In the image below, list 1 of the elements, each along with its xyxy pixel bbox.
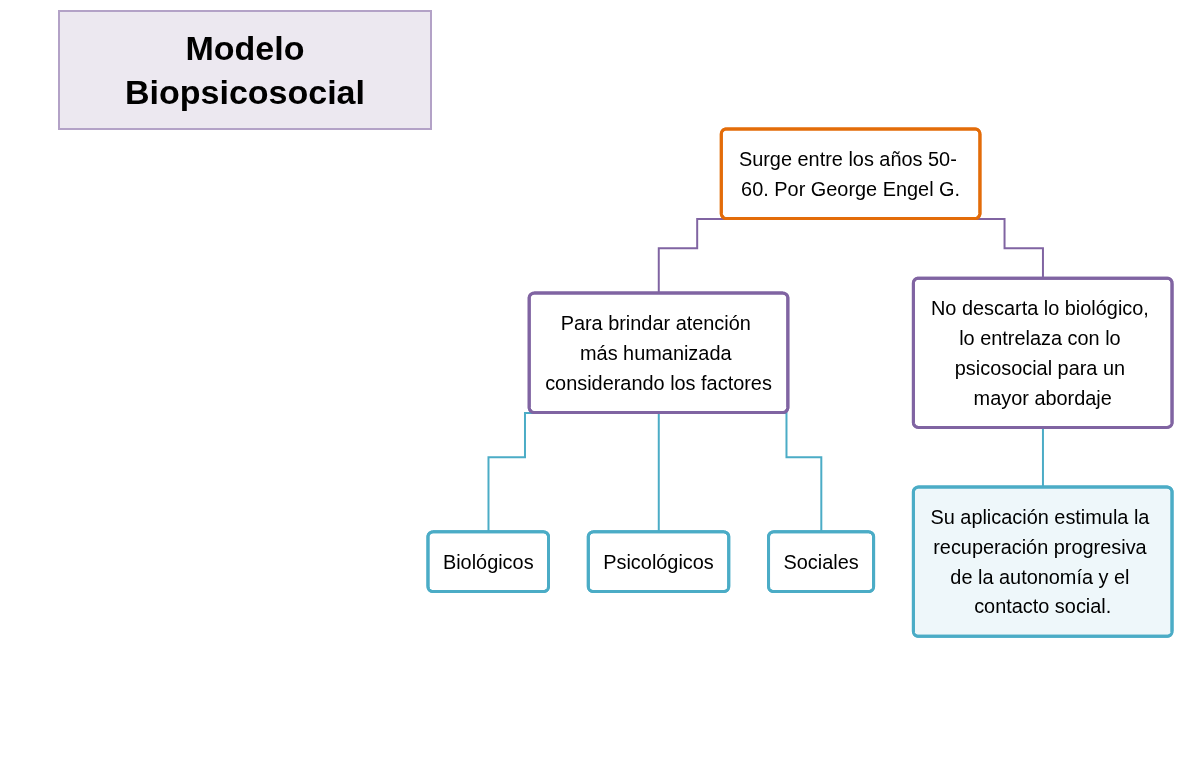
diagram-title: Modelo Biopsicosocial [58, 10, 432, 131]
